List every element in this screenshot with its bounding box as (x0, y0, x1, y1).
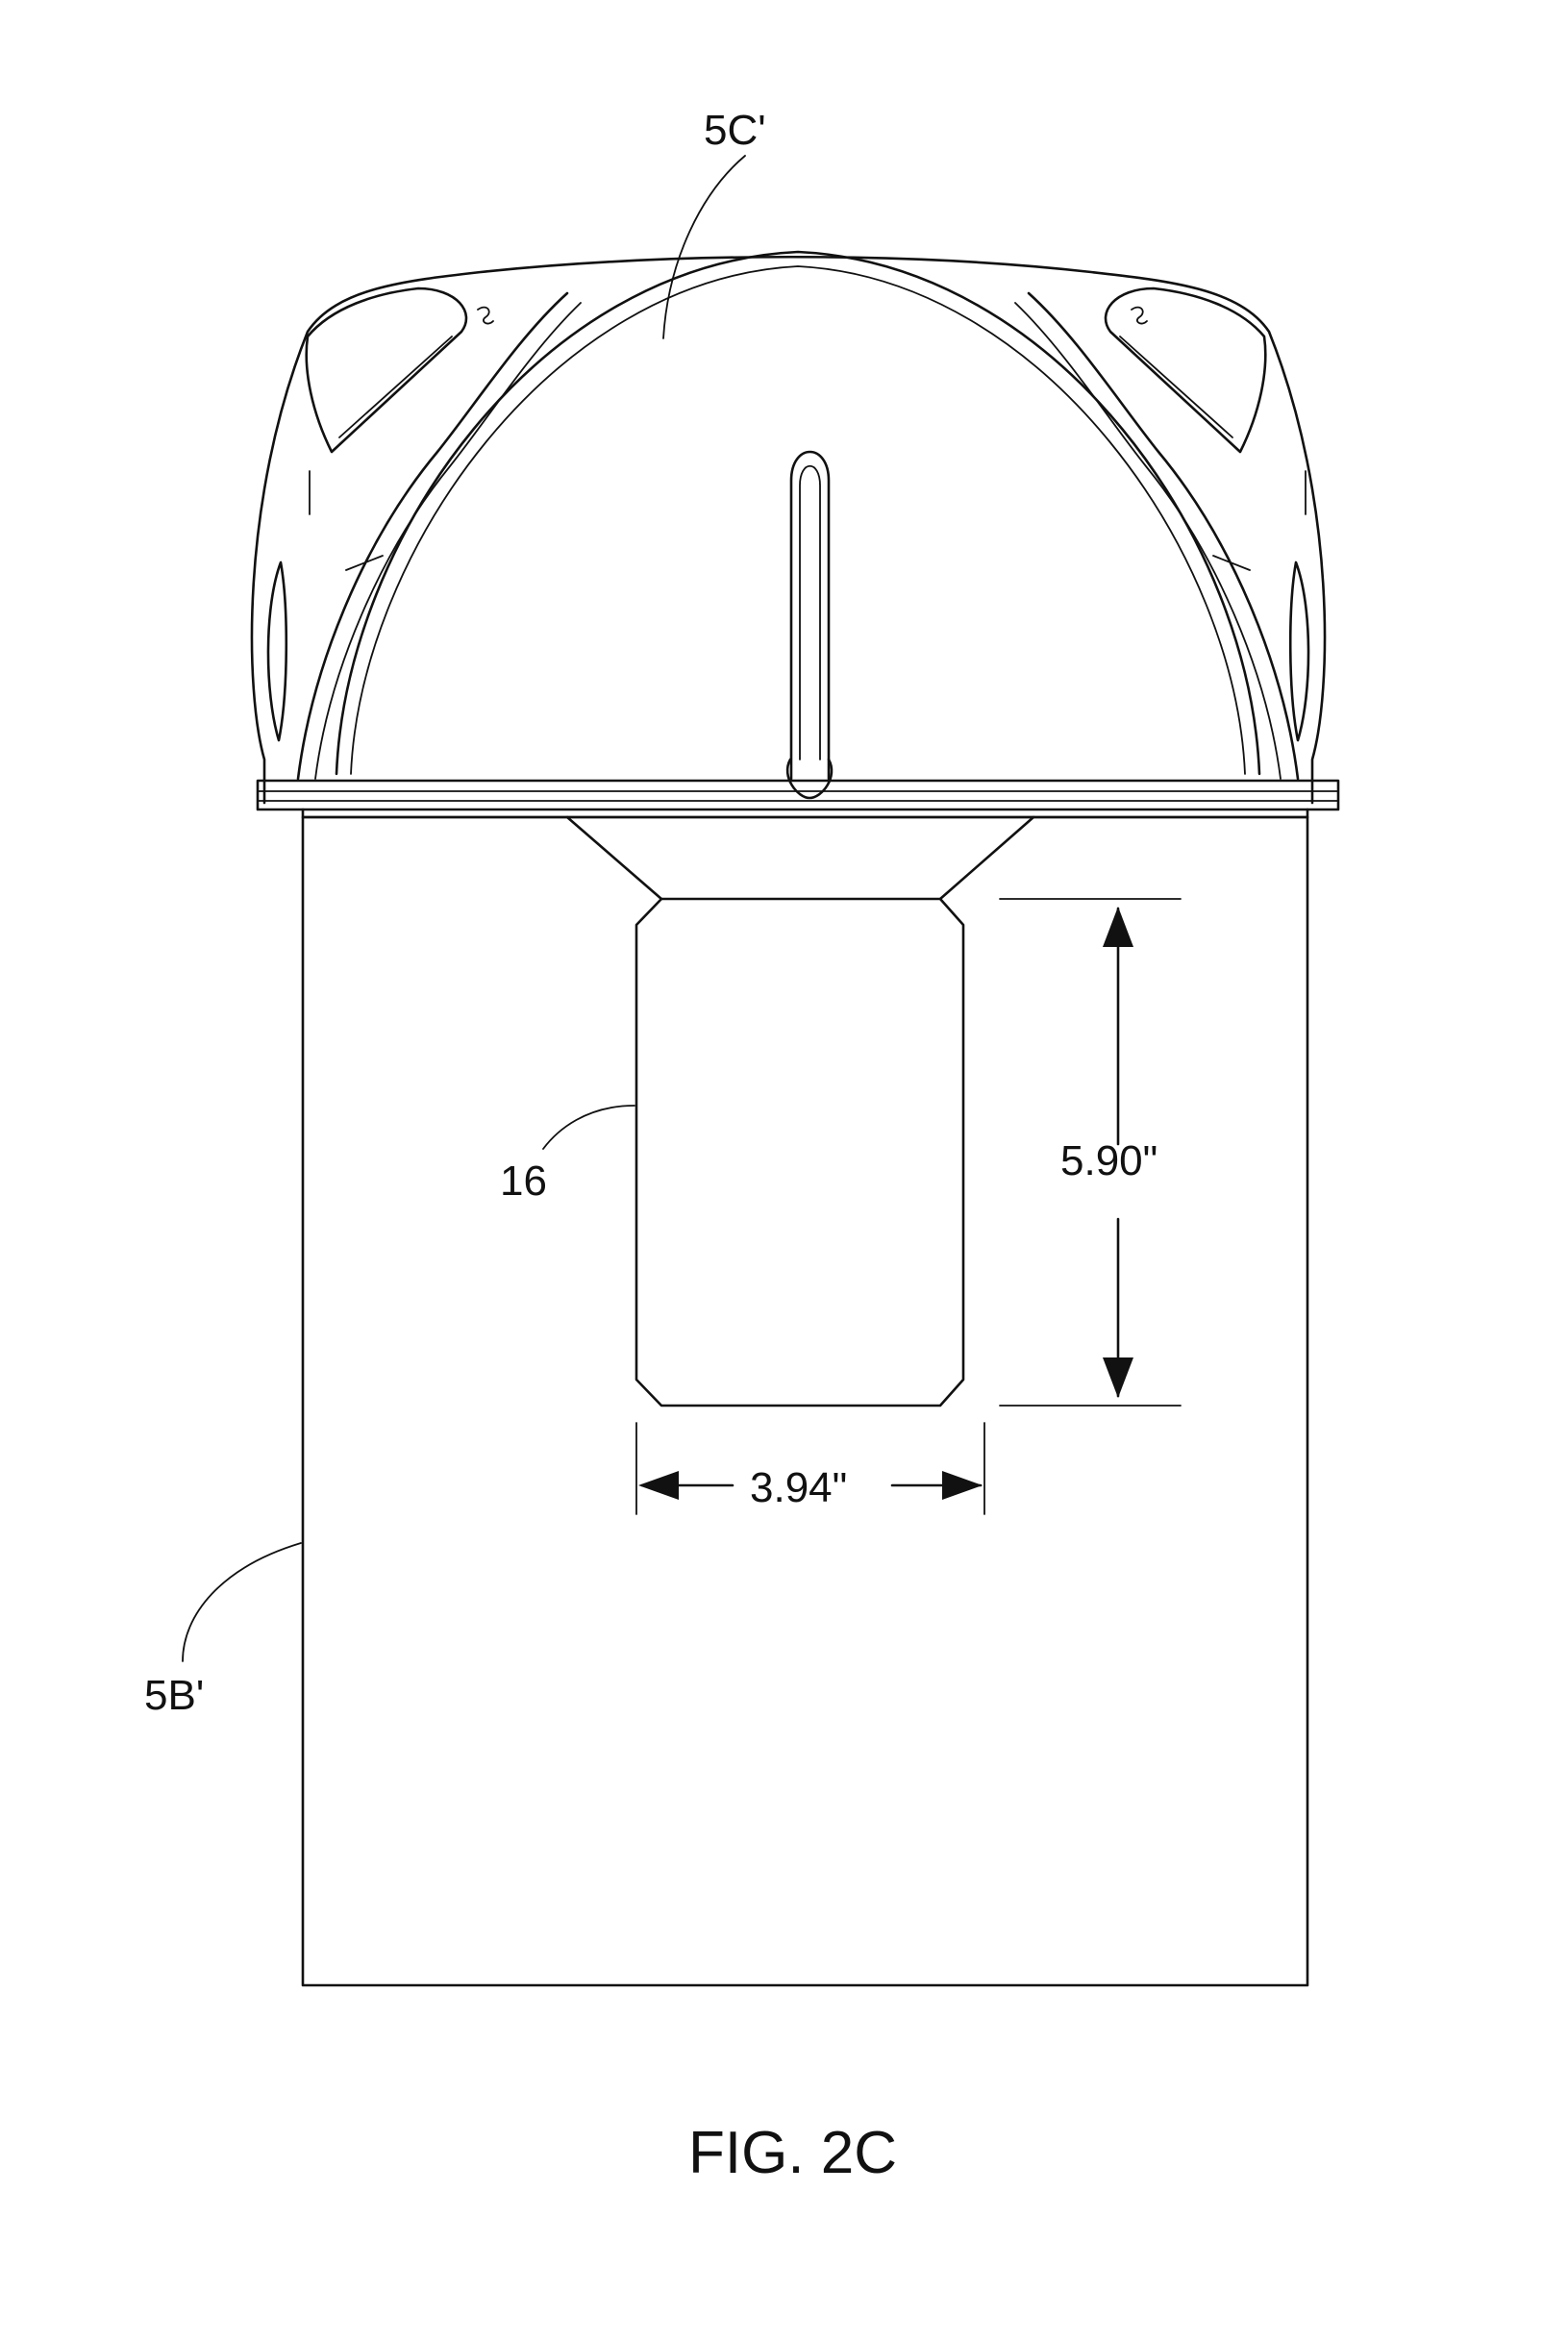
lid-label: 5C' (704, 107, 766, 154)
width-dimension-label: 3.94" (750, 1464, 847, 1511)
height-dimension-label: 5.90" (1060, 1137, 1157, 1184)
base-leader (182, 1542, 302, 1662)
lid-leader (662, 155, 746, 339)
opening-leader (542, 1105, 635, 1150)
opening-label: 16 (500, 1158, 547, 1205)
figure-caption: FIG. 2C (688, 2120, 897, 2186)
width-dimension (635, 1422, 985, 1515)
base (301, 815, 1309, 1987)
base-label: 5B' (144, 1672, 204, 1719)
opening-16 (635, 897, 965, 1407)
height-dimension (999, 898, 1182, 1407)
lid (250, 250, 1340, 819)
